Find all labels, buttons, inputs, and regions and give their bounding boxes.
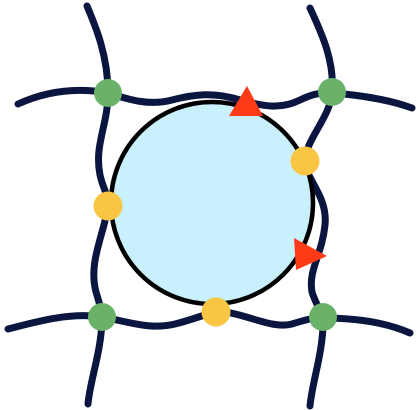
crossing-node-top-right — [318, 78, 346, 106]
contact-node-right — [291, 147, 320, 176]
contact-node-bottom — [202, 298, 231, 327]
central-circle — [111, 102, 313, 304]
crossing-node-top-left — [94, 79, 122, 107]
contact-node-left — [94, 192, 123, 221]
crossing-node-bottom-left — [88, 303, 116, 331]
crossing-node-bottom-right — [309, 303, 337, 331]
